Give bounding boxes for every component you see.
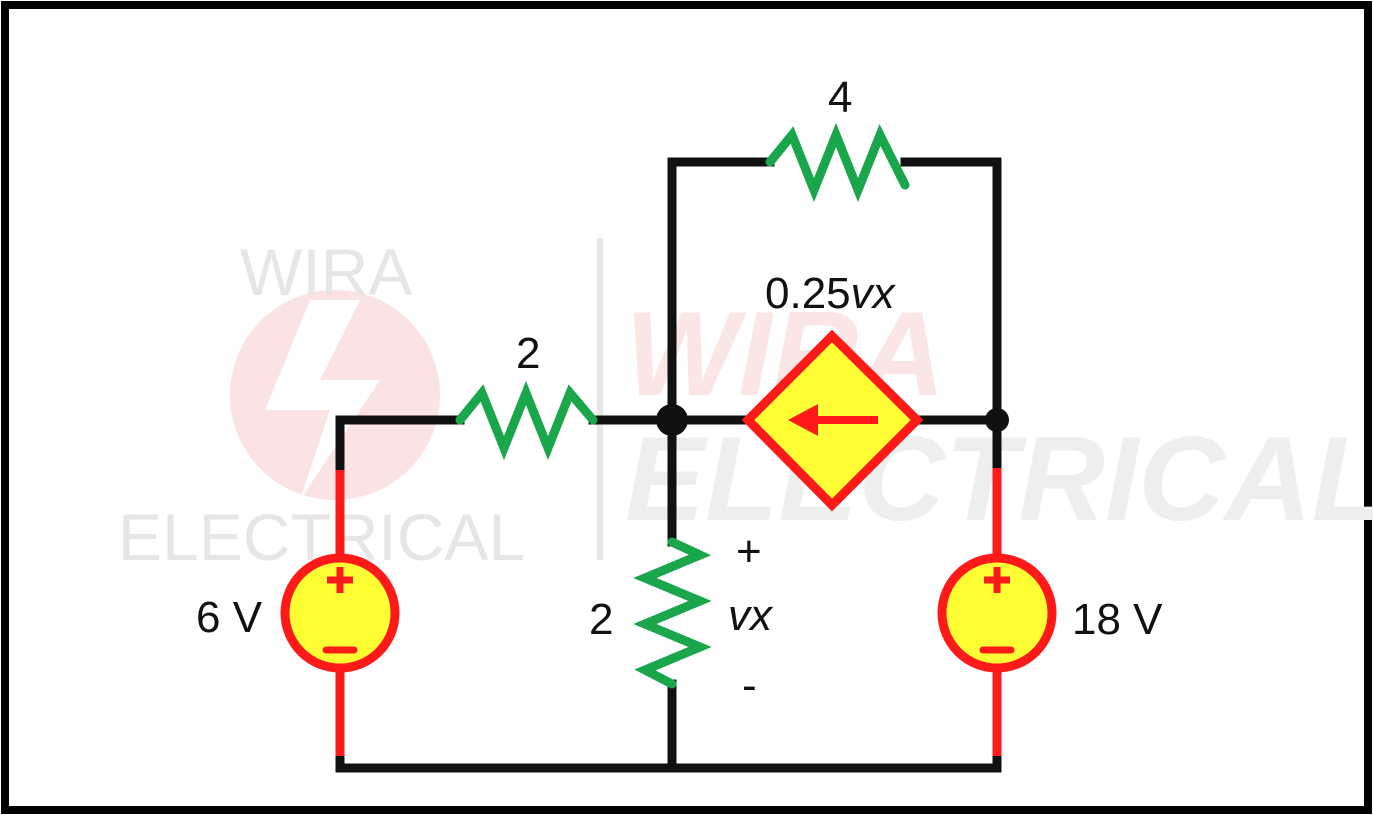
node-right (985, 408, 1009, 432)
node-left (656, 404, 688, 436)
label-dep-var: vx (851, 269, 897, 318)
resistor-top (765, 122, 910, 203)
label-r-mid: 2 (589, 595, 613, 644)
bottom-caps (335, 756, 1002, 772)
resistors (455, 122, 910, 689)
resistor-left (455, 380, 598, 461)
label-vx: vx (728, 591, 774, 640)
label-vx-plus: + (736, 527, 762, 576)
label-dep-coef: 0.25 (765, 269, 851, 318)
label-src-left: 6 V (196, 593, 263, 642)
watermark-bolt-icon (265, 300, 380, 500)
source-leads (335, 468, 1002, 760)
dep-arrow-left-icon (788, 404, 818, 436)
watermark-small-top: WIRA (240, 235, 412, 309)
voltage-source-right (937, 553, 1057, 673)
dependent-current-source (741, 329, 924, 512)
vsrc-right-body (937, 553, 1057, 673)
wire-top-left (667, 157, 775, 425)
voltage-source-left (280, 553, 400, 673)
label-vx-minus: - (742, 661, 757, 710)
label-src-right: 18 V (1072, 595, 1163, 644)
wire-left-top (335, 415, 465, 475)
label-r-top: 4 (828, 73, 852, 122)
resistor-mid (633, 537, 712, 689)
watermark-divider (597, 238, 603, 560)
wire-top-right (900, 157, 1002, 425)
label-dep-source: 0.25vx (765, 269, 897, 318)
vsrc-left-body (280, 553, 400, 673)
label-r-left: 2 (516, 329, 540, 378)
